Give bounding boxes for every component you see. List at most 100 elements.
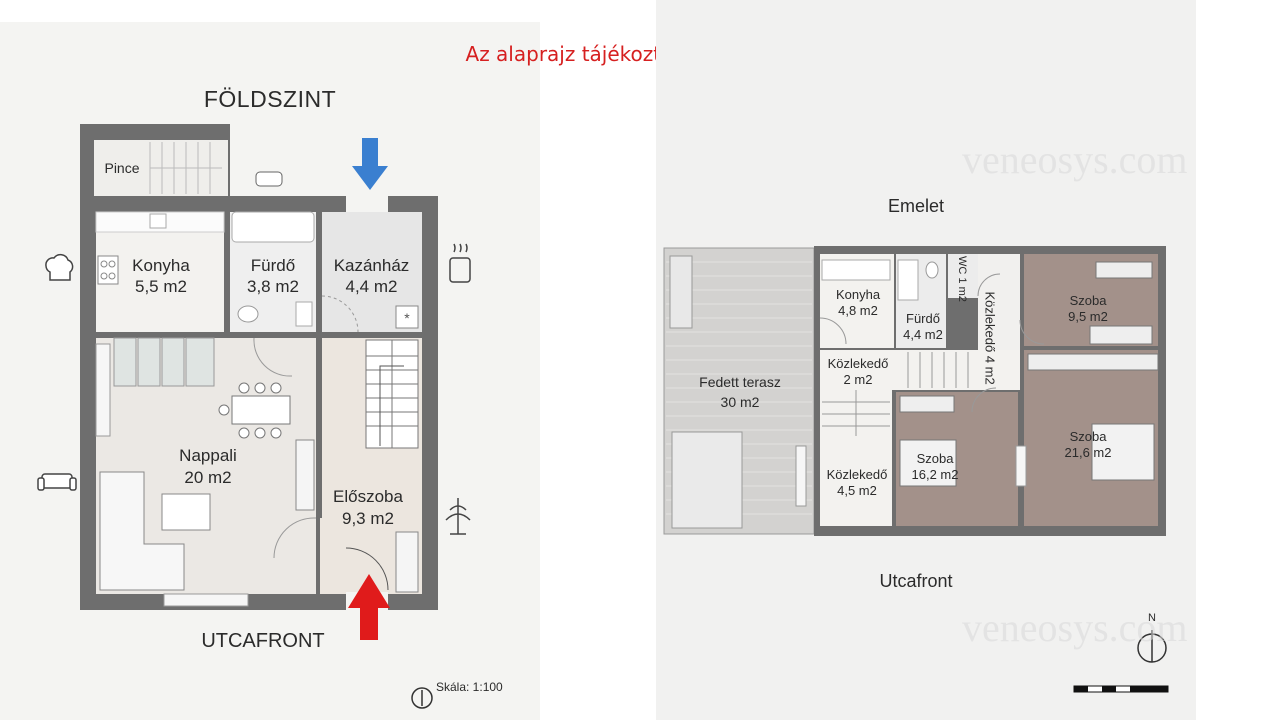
room-label-konyha-upper: Konyha 4,8 m2 — [822, 287, 894, 319]
window — [1015, 445, 1027, 487]
room-area: 4,4 m2 — [345, 277, 398, 296]
room-area: 4,4 m2 — [903, 327, 943, 342]
room-area: 9,3 m2 — [342, 509, 394, 528]
coffee-table — [161, 493, 211, 531]
main-entrance-arrow — [348, 574, 390, 640]
window — [795, 445, 807, 507]
wardrobe-mid — [899, 395, 955, 413]
room-name: Közlekedő — [982, 291, 998, 353]
side-entrance-gap — [346, 194, 388, 212]
room-name: Szoba — [916, 451, 954, 466]
boiler — [395, 305, 419, 329]
room-label-pince: Pince — [96, 160, 148, 176]
room-area: 20 m2 — [184, 468, 232, 487]
room-area: 4 m2 — [982, 355, 998, 385]
inner-wall — [292, 332, 422, 338]
scale-label: Skála: 1:100 — [436, 680, 503, 694]
window-left — [95, 343, 111, 437]
room-area: 1 m2 — [956, 277, 968, 302]
desk — [1095, 261, 1153, 279]
room-label-eloszoba: Előszoba 9,3 m2 — [316, 486, 420, 530]
inner-wall — [316, 338, 322, 518]
door-swing — [1019, 319, 1045, 345]
terrace-bench — [669, 255, 693, 329]
door-swing — [345, 547, 389, 591]
door-swing — [977, 273, 1001, 297]
tv-unit — [295, 439, 315, 511]
room-name: Konyha — [132, 256, 190, 275]
chef-hat-icon — [45, 254, 74, 281]
room-name: Szoba — [1069, 293, 1107, 308]
room-name: Pince — [104, 160, 140, 176]
room-name: Nappali — [179, 446, 237, 465]
staircase — [365, 339, 419, 449]
north-label: N — [1148, 612, 1156, 624]
boiler-symbol: * — [404, 310, 410, 326]
door-swing — [273, 517, 317, 559]
room-name: Fürdő — [906, 311, 940, 326]
room-label-furdo-upper: Fürdő 4,4 m2 — [896, 311, 950, 343]
ground-street-label: UTCAFRONT — [201, 630, 325, 652]
terrace-planks — [666, 261, 812, 515]
room-name: Közlekedő — [827, 356, 889, 371]
shower — [897, 259, 919, 301]
room-label-kozlekedo-mid: Közlekedő 2 m2 — [820, 356, 896, 388]
north-arrow-icon — [1137, 630, 1167, 663]
inner-wall — [224, 210, 230, 334]
bed-single — [1089, 325, 1153, 345]
north-compass-icon — [411, 687, 433, 709]
room-area: 4,8 m2 — [838, 303, 878, 318]
room-label-kozlekedo-vert: Közlekedő 4 m2 — [982, 291, 998, 385]
room-name: Fürdő — [250, 256, 296, 275]
toilet — [925, 261, 939, 279]
kitchen-sink — [149, 213, 167, 229]
room-label-konyha: Konyha 5,5 m2 — [118, 255, 204, 297]
upper-floor-plan — [663, 246, 1169, 693]
room-area: 30 m2 — [720, 394, 760, 410]
cellar-stairs — [149, 142, 222, 194]
kitchen-hob — [97, 255, 119, 285]
bed-double — [1091, 423, 1155, 481]
room-area: 3,8 m2 — [247, 277, 299, 296]
wardrobe — [395, 531, 419, 593]
room-label-kazanhaz: Kazánház 4,4 m2 — [321, 255, 422, 297]
room-label-nappali: Nappali 20 m2 — [150, 445, 266, 489]
room-label-furdo: Fürdő 3,8 m2 — [230, 255, 316, 297]
room-area: 5,5 m2 — [135, 277, 187, 296]
bathtub — [231, 211, 315, 243]
room-label-szoba-large: Szoba 21,6 m2 — [1048, 429, 1128, 461]
dining-table — [218, 382, 291, 439]
room-name: Előszoba — [333, 487, 403, 506]
room-area: 9,5 m2 — [1068, 309, 1108, 324]
room-name: Konyha — [835, 287, 881, 302]
room-name: Szoba — [1069, 429, 1107, 444]
room-area: 2 m2 — [843, 372, 873, 387]
room-area: 16,2 m2 — [911, 467, 959, 482]
sink-basin — [295, 301, 313, 327]
glass-cabinets — [113, 337, 215, 387]
upper-street-label: Utcafront — [879, 571, 953, 591]
armchair-icon — [37, 473, 77, 491]
room-label-terasz: Fedett terasz 30 m2 — [680, 372, 800, 412]
toilet — [237, 305, 259, 323]
room-name: WC — [956, 256, 968, 275]
washbasin-outside — [255, 171, 283, 187]
watermark: veneosys.com — [962, 605, 1188, 650]
room-name: Közlekedő — [826, 467, 888, 482]
room-label-szoba-small: Szoba 9,5 m2 — [1048, 293, 1128, 325]
room-label-szoba-mid: Szoba 16,2 m2 — [900, 451, 970, 483]
room-label-kozlekedo-low: Közlekedő 4,5 m2 — [820, 467, 894, 499]
scale-bar — [1073, 685, 1169, 693]
upper-staircase — [822, 352, 969, 436]
room-label-wc: WC 1 m2 — [956, 256, 968, 302]
window-bottom — [163, 593, 249, 607]
side-entrance-arrow — [352, 138, 388, 190]
kitchen-appliance — [821, 259, 891, 281]
terrace-sofa — [671, 431, 743, 529]
door-swing — [971, 387, 997, 413]
ground-floor-title: FÖLDSZINT — [203, 86, 337, 112]
door-swing — [321, 295, 359, 333]
wardrobe-large — [1027, 353, 1159, 371]
coat-rack-icon — [445, 498, 471, 535]
room-area: 4,5 m2 — [837, 483, 877, 498]
